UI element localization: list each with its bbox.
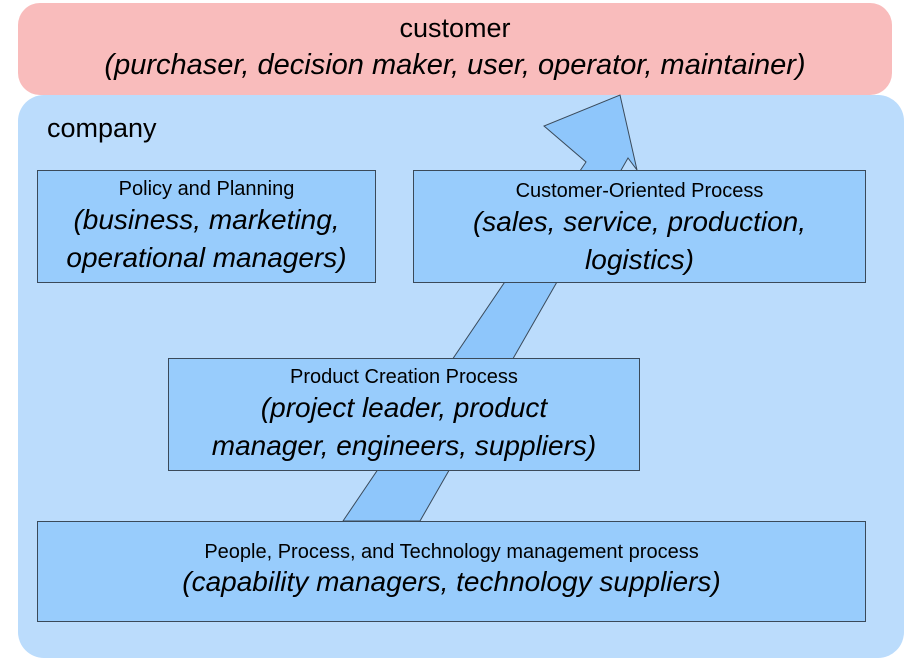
product-creation-process-roles-line1: (project leader, product — [260, 392, 548, 423]
customer-band: customer (purchaser, decision maker, use… — [18, 3, 892, 95]
customer-oriented-process-roles-line2: logistics) — [585, 244, 694, 275]
ptt-management-process-roles: (capability managers, technology supplie… — [182, 566, 721, 597]
policy-planning-title: Policy and Planning — [118, 178, 295, 200]
product-creation-process-box: Product Creation Process (project leader… — [168, 358, 640, 471]
ptt-management-process-title: People, Process, and Technology manageme… — [204, 541, 699, 563]
product-creation-process-title: Product Creation Process — [290, 366, 518, 388]
customer-roles: (purchaser, decision maker, user, operat… — [104, 49, 806, 81]
product-creation-process-roles-line2: manager, engineers, suppliers) — [211, 430, 597, 461]
company-label: company — [47, 113, 157, 143]
policy-planning-roles-line2: operational managers) — [66, 242, 347, 273]
policy-planning-box: Policy and Planning (business, marketing… — [37, 170, 376, 283]
customer-title: customer — [399, 13, 511, 43]
customer-oriented-process-box: Customer-Oriented Process (sales, servic… — [413, 170, 866, 283]
customer-oriented-process-roles-line1: (sales, service, production, — [472, 206, 807, 237]
customer-oriented-process-title: Customer-Oriented Process — [515, 180, 764, 202]
ptt-management-process-box: People, Process, and Technology manageme… — [37, 521, 866, 622]
policy-planning-roles-line1: (business, marketing, — [73, 204, 340, 235]
